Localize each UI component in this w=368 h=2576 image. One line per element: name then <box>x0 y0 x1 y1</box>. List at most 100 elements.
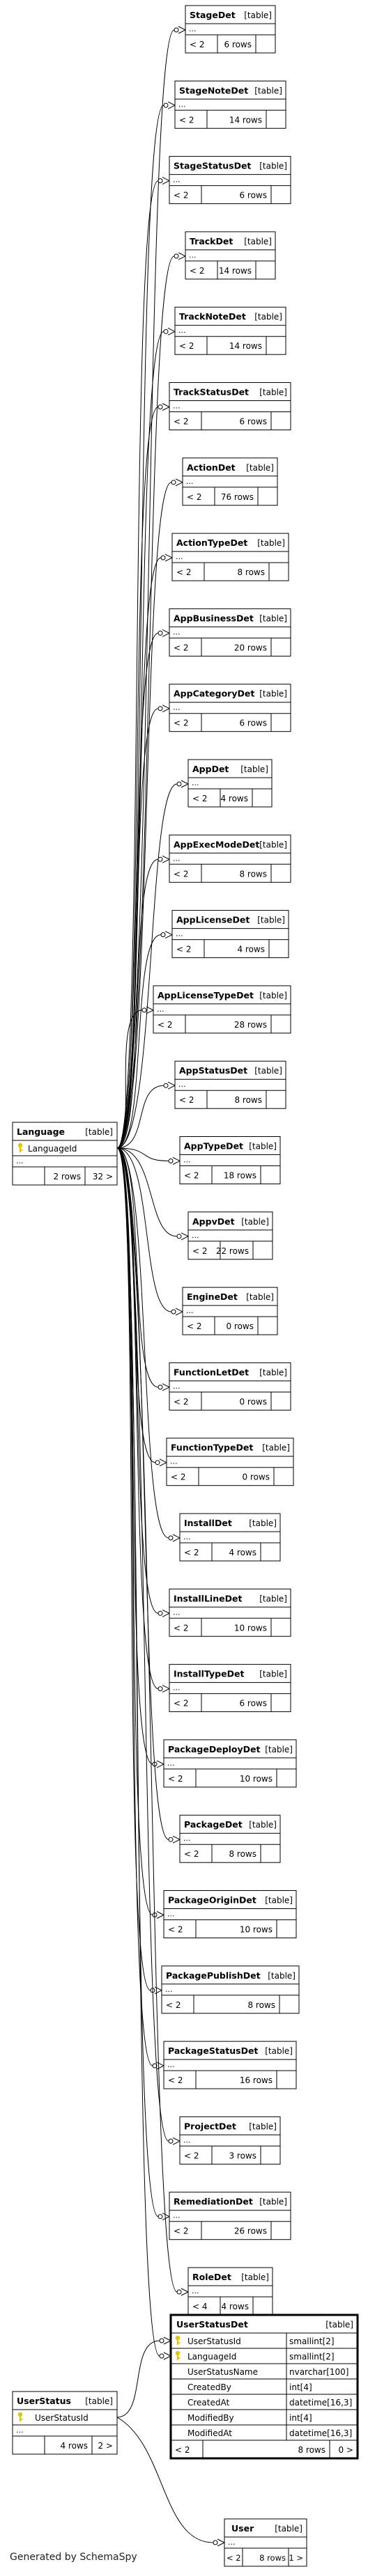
table-kind: [table] <box>257 916 285 925</box>
primary-key-icon <box>17 1142 23 1152</box>
table-ellipsis: ... <box>186 477 194 486</box>
table-name: RoleDet <box>192 2272 231 2282</box>
table-border <box>163 1739 297 1788</box>
table-ellipsis: ... <box>183 1834 191 1843</box>
table-child-count: 2 > <box>98 2441 113 2451</box>
column-languageid: LanguageId <box>187 2352 236 2362</box>
table-name: StageNoteDet <box>179 85 248 95</box>
table-ellipsis: ... <box>173 1683 181 1693</box>
table-row-count: 6 rows <box>239 718 267 728</box>
edge-language-stagestatusdet <box>116 177 171 1149</box>
table-child-count: 1 > <box>289 2553 303 2563</box>
table-name: RemediationDet <box>174 2197 253 2207</box>
table-border <box>163 1890 297 1938</box>
table-row-count: 3 rows <box>229 2151 256 2160</box>
table-kind: [table] <box>325 2320 353 2330</box>
edge-language-installtypedet <box>116 1147 171 1693</box>
table-border <box>185 5 276 54</box>
table-row-count: 14 rows <box>229 115 262 125</box>
edge-language-actiondet <box>116 478 184 1149</box>
edge-language-actiontypedet <box>116 553 174 1149</box>
table-parent-count: < 2 <box>174 1699 189 1709</box>
table-parent-count: < 2 <box>192 794 208 803</box>
table-name: AppExecModeDet <box>174 839 259 849</box>
table-parent-count: < 2 <box>174 417 189 427</box>
table-row-count: 6 rows <box>239 1699 267 1709</box>
table-parent-count: < 2 <box>192 1246 208 1256</box>
table-kind: [table] <box>265 1745 293 1754</box>
table-kind: [table] <box>259 1594 287 1603</box>
table-parent-count: < 2 <box>227 2553 241 2563</box>
table-row-count: 10 rows <box>234 1623 267 1633</box>
table-parent-count: < 2 <box>187 492 202 502</box>
table-row-count: 4 rows <box>60 2441 88 2451</box>
table-row-count: 0 rows <box>226 1321 254 1331</box>
table-row-count: 10 rows <box>240 1925 273 1935</box>
table-border <box>169 156 291 205</box>
table-name: TrackStatusDet <box>174 387 249 398</box>
table-name: Language <box>17 1126 65 1137</box>
table-parent-count: < 2 <box>175 2445 190 2455</box>
table-name: AppDet <box>192 764 229 774</box>
table-row-count: 8 rows <box>247 2000 275 2010</box>
table-parent-count: < 2 <box>184 2151 199 2160</box>
table-ellipsis: ... <box>173 402 181 411</box>
edge-language-remediationdet <box>116 1147 171 2221</box>
table-kind: [table] <box>241 2272 269 2282</box>
table-ellipsis: ... <box>183 1532 191 1541</box>
table-ellipsis: ... <box>228 2538 236 2547</box>
table-parent-count: < 2 <box>176 945 192 955</box>
column-modifiedby: ModifiedBy <box>187 2413 234 2423</box>
edge-language-roledet <box>116 1147 190 2296</box>
table-name: AppLicenseTypeDet <box>158 990 254 1000</box>
table-kind: [table] <box>249 1820 277 1830</box>
edge-language-appdet <box>116 780 190 1149</box>
edge-userstatus-user <box>116 2417 226 2547</box>
table-parent-count: < 2 <box>174 643 189 652</box>
table-kind: [table] <box>244 10 272 20</box>
table-ellipsis: ... <box>183 2135 191 2144</box>
table-parent-count: < 2 <box>174 191 189 201</box>
edge-language-appcategorydet <box>116 705 171 1149</box>
table-kind: [table] <box>254 312 282 322</box>
column-type: nvarchar[100] <box>289 2367 349 2377</box>
table-row-count: 8 rows <box>229 1849 256 1859</box>
table-ellipsis: ... <box>157 1005 164 1014</box>
table-ellipsis: ... <box>189 24 197 33</box>
edge-language-packagedet <box>116 1147 181 1844</box>
table-row-count: 16 rows <box>240 2075 273 2085</box>
table-parent-count: < 2 <box>184 1171 199 1181</box>
table-kind: [table] <box>259 162 287 171</box>
table-border <box>224 2518 307 2567</box>
table-parent-count: < 2 <box>190 266 205 276</box>
table-parent-count: < 2 <box>179 115 194 125</box>
table-border <box>169 834 291 883</box>
table-row-count: 8 rows <box>239 869 267 879</box>
table-ellipsis: ... <box>170 1457 178 1466</box>
primary-key-icon <box>175 2335 181 2345</box>
table-row-count: 6 rows <box>224 40 252 49</box>
column-type: smallint[2] <box>289 2352 335 2362</box>
primary-key-icon <box>175 2350 181 2360</box>
